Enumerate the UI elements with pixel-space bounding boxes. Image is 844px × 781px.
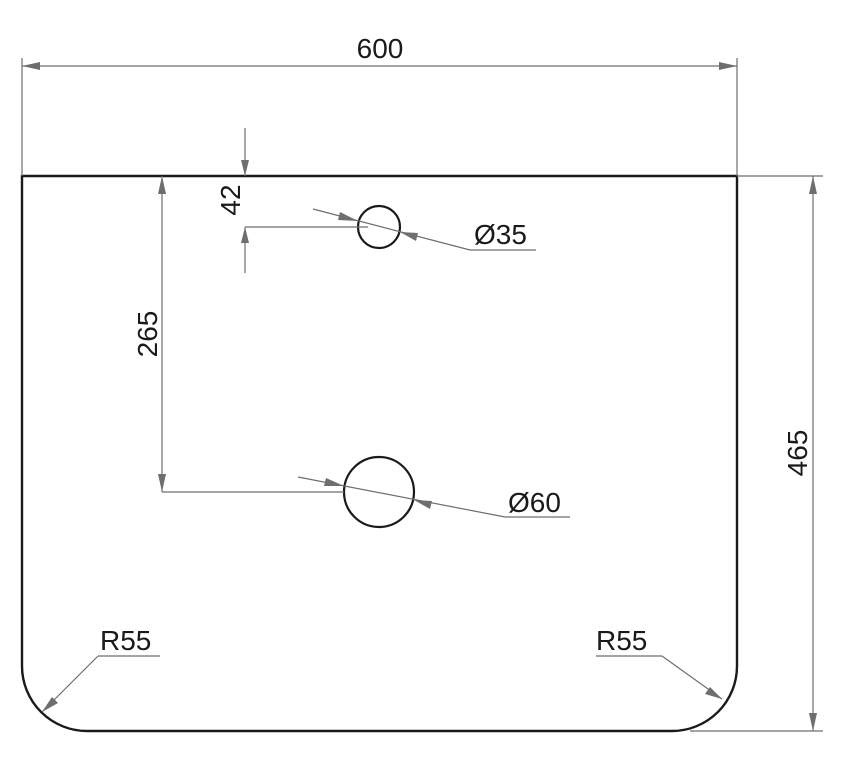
large-hole	[342, 455, 416, 529]
large-hole-diameter-callout: Ø60	[297, 476, 570, 518]
small-hole-offset-label: 42	[215, 184, 246, 215]
height-dimension-label: 465	[782, 430, 813, 477]
height-dimension: 465	[690, 175, 823, 732]
left-corner-radius-callout: R55	[41, 625, 160, 713]
small-hole-offset-dimension: 42	[215, 128, 368, 273]
right-corner-radius-label: R55	[596, 625, 647, 656]
large-hole-offset-dimension: 265	[132, 176, 344, 493]
width-dimension-label: 600	[357, 33, 404, 64]
left-corner-radius-label: R55	[100, 625, 151, 656]
large-hole-diameter-label: Ø60	[508, 487, 561, 518]
width-dimension: 600	[21, 33, 738, 176]
small-hole-diameter-callout: Ø35	[312, 208, 536, 251]
right-corner-radius-callout: R55	[596, 625, 723, 700]
large-hole-offset-label: 265	[132, 311, 163, 358]
basin-outline	[20, 174, 739, 733]
small-hole-diameter-label: Ø35	[474, 219, 527, 250]
